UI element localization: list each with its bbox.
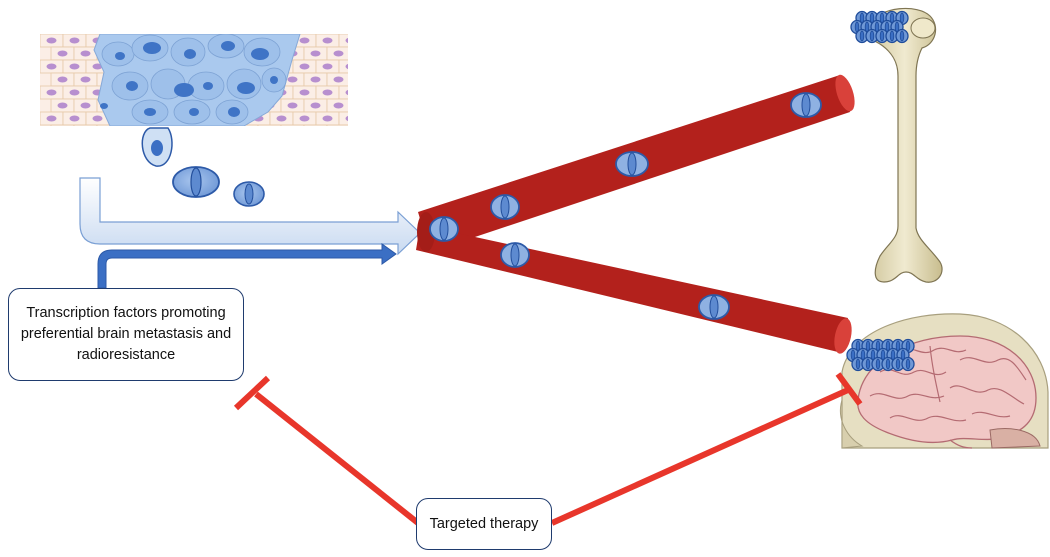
dissemination-arrow-dark [97, 243, 397, 289]
vessel-tumor-cell-icon [615, 151, 649, 177]
femur-bone-icon [866, 7, 943, 283]
transcription-factors-text: Transcription factors promoting preferen… [20, 305, 232, 363]
brain-icon [840, 313, 1049, 449]
bone-metastasis-cluster-icon [850, 10, 909, 44]
targeted-therapy-text: Targeted therapy [429, 516, 539, 532]
tumor-tissue-icon [40, 34, 348, 126]
circulating-tumor-cell-icon [172, 166, 220, 198]
vessel-tumor-cell-icon [500, 242, 530, 268]
brain-metastasis-cluster-icon [846, 338, 915, 372]
targeted-therapy-label: Targeted therapy [416, 498, 552, 550]
vessel-tumor-cell-icon [698, 294, 730, 320]
vessel-tumor-cell-icon [429, 216, 459, 242]
circulating-tumor-cell-icon [233, 181, 265, 207]
vessel-tumor-cell-icon [490, 194, 520, 220]
transcription-factors-label: Transcription factors promoting preferen… [8, 288, 244, 381]
inhibition-line-icon [233, 375, 420, 526]
blood-vessel-icon [416, 74, 855, 354]
inhibition-line-icon [550, 372, 863, 526]
escaping-tumor-cell-icon [141, 127, 173, 167]
dissemination-arrow-light [79, 177, 421, 256]
vessel-tumor-cell-icon [790, 92, 822, 118]
